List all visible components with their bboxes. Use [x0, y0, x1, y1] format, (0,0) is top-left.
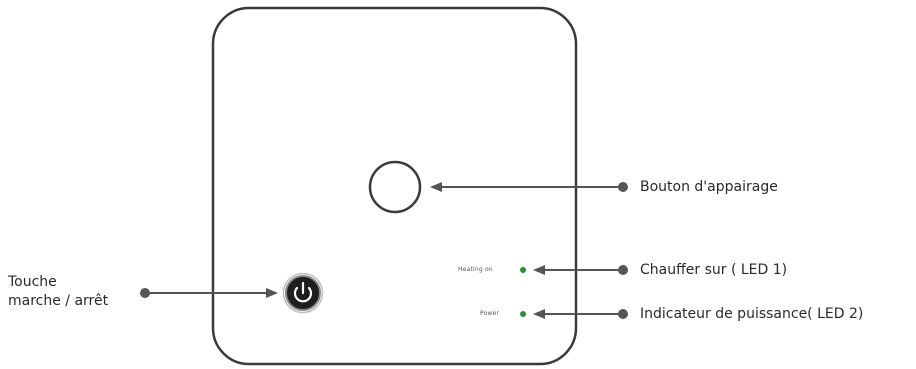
pairing-button[interactable]: [368, 160, 422, 214]
callout-label-led1: Chauffer sur ( LED 1): [640, 262, 788, 278]
led-1: [520, 267, 526, 273]
callout-line-pairing: [430, 182, 628, 192]
power-key-line2: marche / arrêt: [8, 293, 109, 309]
callout-line-led2: [533, 309, 628, 319]
callout-label-pairing: Bouton d'appairage: [640, 179, 778, 195]
power-icon: [293, 281, 313, 303]
led-2: [520, 311, 526, 317]
power-button[interactable]: [282, 272, 324, 314]
led2-device-label: Power: [480, 310, 500, 317]
callout-line-led1: [533, 265, 628, 275]
power-key-line1: Touche: [8, 274, 57, 290]
callout-label-led2: Indicateur de puissance( LED 2): [640, 306, 864, 322]
callout-label-power-key: Touche marche / arrêt: [8, 273, 108, 311]
callout-line-power: [140, 288, 278, 298]
led1-device-label: Heating on: [458, 266, 493, 273]
